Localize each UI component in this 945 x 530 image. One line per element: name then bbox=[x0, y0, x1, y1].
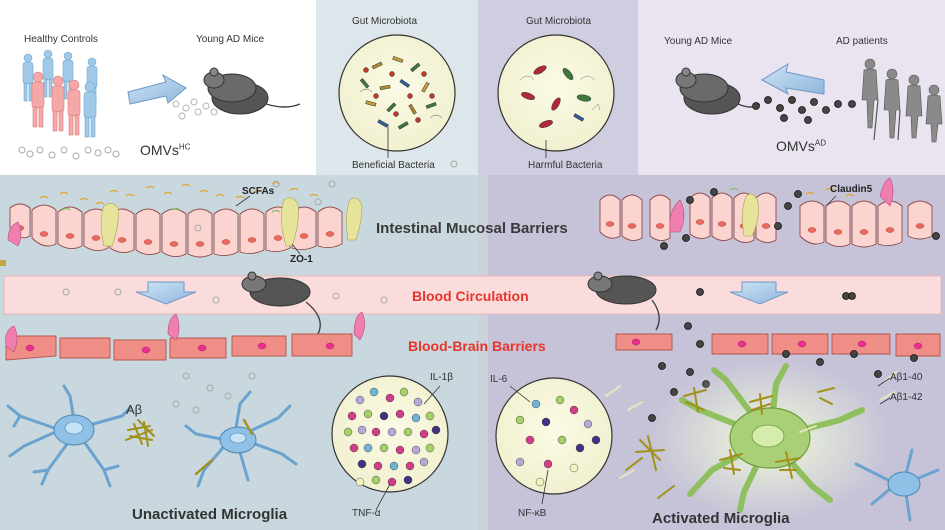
harmful-bacteria-group bbox=[519, 65, 601, 128]
label-gut-microbiota-left: Gut Microbiota bbox=[352, 16, 418, 27]
arrow-right-icon bbox=[127, 73, 187, 105]
bbb-omv-light bbox=[172, 372, 256, 414]
bbb-omv-dark bbox=[648, 322, 918, 422]
microglia-activated bbox=[679, 363, 865, 513]
zo1-pink-left bbox=[7, 221, 22, 247]
microglia-unactivated-2 bbox=[184, 390, 298, 488]
bbb-cells-left bbox=[5, 333, 353, 361]
label-harmful-bacteria: Harmful Bacteria bbox=[528, 160, 603, 171]
beneficial-bacteria-group bbox=[359, 56, 443, 130]
harmful-microbiota-circle bbox=[497, 34, 615, 152]
label-blood-circulation: Blood Circulation bbox=[412, 288, 529, 304]
panel-mid-strip bbox=[478, 175, 488, 530]
blood-omv-dark bbox=[696, 288, 856, 300]
scfa-dashes-right bbox=[805, 187, 855, 197]
label-unactivated-microglia: Unactivated Microglia bbox=[132, 506, 288, 523]
mouse-icon-blood-right bbox=[587, 271, 660, 331]
label-nfkb: NF-κB bbox=[518, 508, 547, 519]
goblet-cells-left bbox=[100, 197, 363, 247]
bbb-cells-right bbox=[615, 333, 941, 357]
label-healthy-controls: Healthy Controls bbox=[24, 34, 98, 45]
microglia-unactivated-3 bbox=[854, 448, 940, 522]
label-ab142: Aβ1-42 bbox=[890, 392, 923, 403]
abeta-plaque-left bbox=[125, 419, 155, 447]
ab140-pointer bbox=[877, 377, 891, 387]
label-il6: IL-6 bbox=[490, 374, 508, 385]
label-omvs-ad: OMVsAD bbox=[776, 138, 826, 154]
label-beneficial-bacteria: Beneficial Bacteria bbox=[352, 160, 435, 171]
omv-particles-ad bbox=[752, 96, 856, 124]
scfa-green-left bbox=[61, 207, 281, 213]
omvs-hc-text: OMVs bbox=[140, 142, 179, 158]
omvs-ad-text: OMVs bbox=[776, 138, 815, 154]
bbb-nuclei-right bbox=[631, 338, 923, 350]
beneficial-microbiota-circle bbox=[338, 34, 456, 152]
mouse-icon-top-left bbox=[203, 67, 301, 115]
cytokine-dots-right bbox=[515, 395, 601, 487]
gut-nuclei-left bbox=[15, 225, 335, 247]
omv-particles-hc bbox=[172, 98, 218, 120]
abeta-plaques-right bbox=[625, 387, 835, 499]
cytokine-circle-right bbox=[495, 377, 613, 495]
omvs-hc-sup: HC bbox=[178, 142, 191, 152]
bbb-nuclei-left bbox=[25, 342, 335, 354]
label-omvs-hc: OMVsHC bbox=[140, 142, 190, 158]
mouse-icon-blood-left bbox=[241, 271, 321, 335]
tnfa-pointer bbox=[375, 483, 391, 511]
label-scfas: SCFAs bbox=[242, 186, 275, 197]
claudin-pink-right bbox=[669, 177, 894, 233]
cytokine-dots-left bbox=[343, 387, 441, 487]
label-young-ad-mice-right: Young AD Mice bbox=[664, 36, 733, 47]
people-icon-group bbox=[18, 49, 120, 160]
gut-omv-dark bbox=[660, 188, 940, 250]
nfkb-pointer bbox=[541, 469, 549, 505]
label-intestinal-barriers: Intestinal Mucosal Barriers bbox=[376, 220, 568, 237]
patients-icon-group bbox=[861, 58, 943, 143]
scfa-green-right bbox=[729, 187, 739, 191]
label-ab140: Aβ1-40 bbox=[890, 372, 923, 383]
blood-arrow-right bbox=[729, 281, 789, 305]
label-il1b: IL-1β bbox=[430, 372, 453, 383]
omvs-ad-sup: AD bbox=[814, 138, 827, 148]
blood-omv-light bbox=[62, 288, 388, 304]
arrow-left-icon bbox=[760, 62, 825, 96]
blood-arrow-left bbox=[135, 281, 197, 305]
abeta-rod-left bbox=[194, 458, 214, 476]
label-bbb: Blood-Brain Barriers bbox=[408, 338, 546, 354]
claudin-pointer bbox=[825, 195, 837, 207]
microglia-unactivated-1 bbox=[6, 384, 132, 488]
label-tnfa: TNF-α bbox=[352, 508, 381, 519]
zo1-pointer bbox=[291, 243, 301, 255]
ab142-pointer bbox=[879, 397, 891, 405]
bbb-tight-left bbox=[5, 311, 365, 353]
il1b-pointer bbox=[423, 385, 441, 405]
edge-marker bbox=[0, 260, 6, 266]
gut-nuclei-right bbox=[605, 219, 925, 235]
abeta-rod-left-2 bbox=[242, 418, 254, 436]
scfas-pointer bbox=[235, 195, 251, 207]
label-abeta: Aβ bbox=[126, 402, 143, 417]
label-gut-microbiota-right: Gut Microbiota bbox=[526, 16, 592, 27]
label-claudin5: Claudin5 bbox=[830, 184, 873, 195]
abeta-rods-right bbox=[605, 371, 897, 479]
label-young-ad-mice-left: Young AD Mice bbox=[196, 34, 265, 45]
label-zo1: ZO-1 bbox=[290, 254, 313, 265]
mouse-icon-top-right bbox=[675, 67, 761, 115]
label-activated-microglia: Activated Microglia bbox=[652, 510, 790, 527]
scfa-dashes-left bbox=[39, 181, 319, 205]
goblet-cells-right bbox=[742, 193, 759, 237]
gut-omv-light bbox=[194, 160, 458, 232]
label-ad-patients: AD patients bbox=[836, 36, 888, 47]
il6-pointer bbox=[509, 385, 531, 403]
